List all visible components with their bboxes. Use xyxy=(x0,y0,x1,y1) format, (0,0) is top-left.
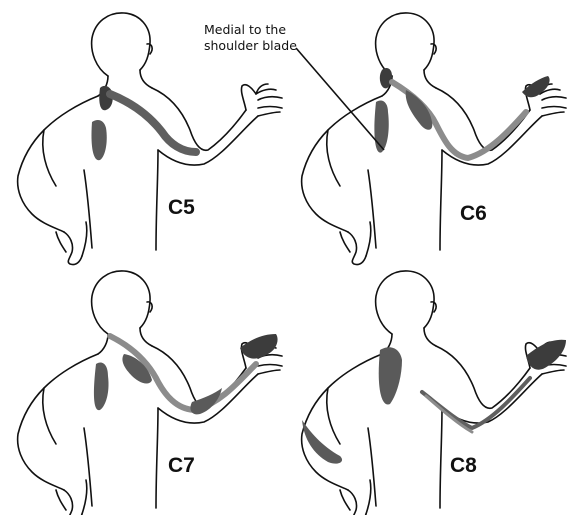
panel-c8: C8 xyxy=(302,271,566,515)
annotation-line-1: Medial to the xyxy=(204,22,286,37)
c5-back-patch xyxy=(91,120,106,160)
c6-back-patch xyxy=(374,100,388,152)
annotation-line-2: shoulder blade xyxy=(204,38,297,53)
c7-label: C7 xyxy=(168,454,195,477)
c7-back-patch xyxy=(94,363,109,411)
c5-label: C5 xyxy=(168,196,195,219)
panel-c7: C7 xyxy=(18,271,282,515)
c5-shoulder-band xyxy=(110,94,196,152)
c8-lower-arm-patch xyxy=(302,420,342,464)
c6-label: C6 xyxy=(460,202,487,225)
c6-arm-band xyxy=(392,82,526,158)
annotation-leader-line xyxy=(296,48,384,150)
panel-c6: Medial to the shoulder blade C6 xyxy=(204,13,566,265)
c8-back-patch xyxy=(379,347,402,404)
c8-inner-arm-light xyxy=(426,396,472,432)
c8-label: C8 xyxy=(450,454,477,477)
